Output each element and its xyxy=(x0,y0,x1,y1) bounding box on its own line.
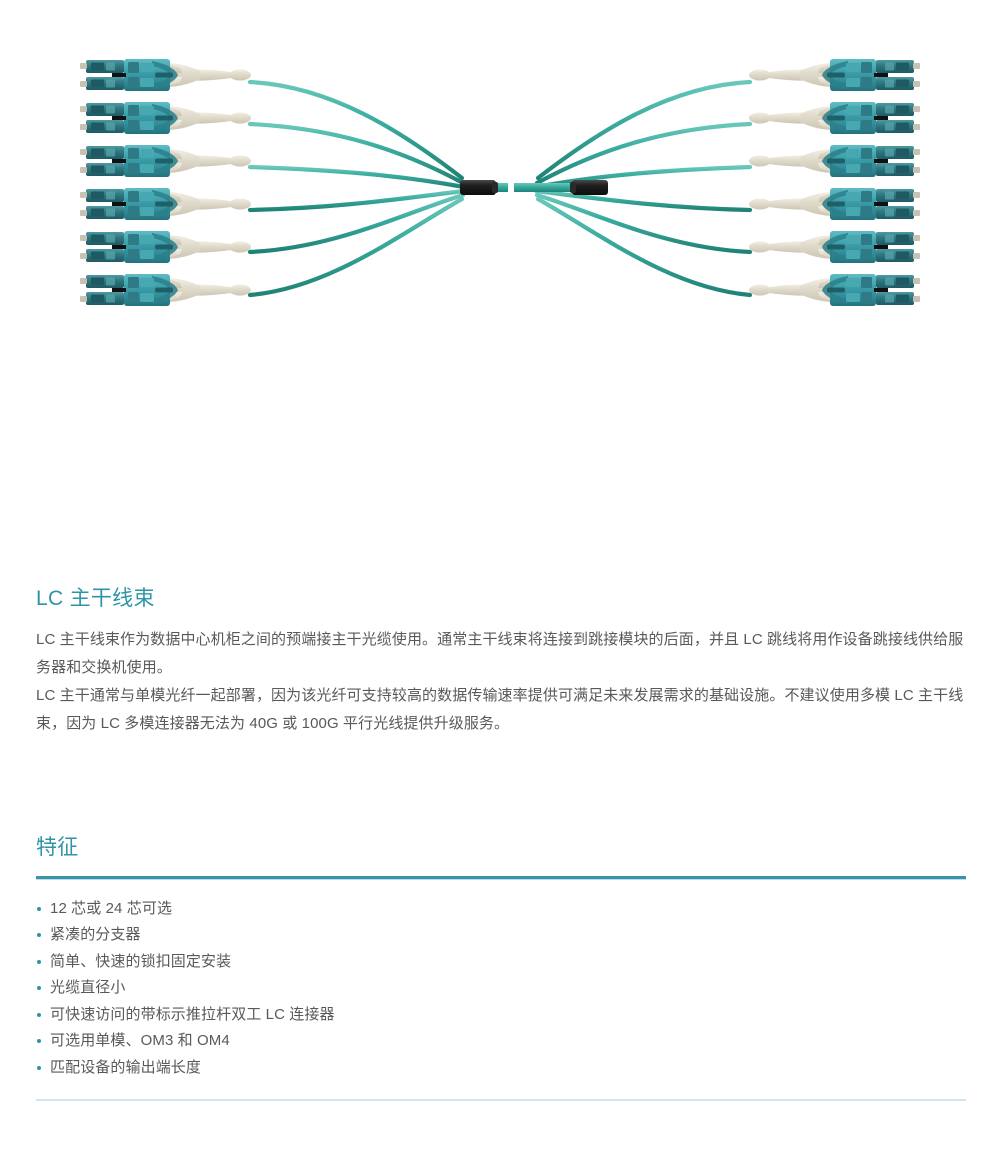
connector-right-1 xyxy=(749,59,920,91)
features-divider-top xyxy=(36,875,966,880)
bullet-icon xyxy=(37,1065,41,1070)
connector-right-2 xyxy=(749,102,920,134)
feature-label: 可快速访问的带标示推拉杆双工 LC 连接器 xyxy=(50,1005,335,1023)
product-content: LC 主干线束 LC 主干线束作为数据中心机柜之间的预端接主干光缆使用。通常主干… xyxy=(36,585,966,1102)
list-item: 光缆直径小 xyxy=(36,975,966,1002)
connector-left-4 xyxy=(80,188,251,220)
list-item: 可快速访问的带标示推拉杆双工 LC 连接器 xyxy=(36,1002,966,1029)
connector-right-3 xyxy=(749,145,920,177)
bullet-icon xyxy=(37,986,41,991)
overview-paragraph-1: LC 主干线束作为数据中心机柜之间的预端接主干光缆使用。通常主干线束将连接到跳接… xyxy=(36,631,964,677)
feature-label: 匹配设备的输出端长度 xyxy=(50,1058,202,1076)
connector-right-4 xyxy=(749,188,920,220)
feature-label: 紧凑的分支器 xyxy=(50,926,141,944)
right-fiber-bundle xyxy=(533,79,753,298)
bullet-icon xyxy=(37,1039,41,1044)
connector-right-6 xyxy=(749,274,920,306)
list-item: 匹配设备的输出端长度 xyxy=(36,1055,966,1082)
feature-label: 可选用单模、OM3 和 OM4 xyxy=(50,1032,230,1050)
feature-label: 简单、快速的锁扣固定安装 xyxy=(50,952,232,970)
connector-left-1 xyxy=(80,59,251,91)
left-fiber-bundle xyxy=(247,79,467,298)
list-item: 12 芯或 24 芯可选 xyxy=(36,896,966,923)
features-list: 12 芯或 24 芯可选 紧凑的分支器 简单、快速的锁扣固定安装 光缆直径小 可… xyxy=(36,896,966,1082)
furcation-body-left xyxy=(460,180,498,195)
overview-title: LC 主干线束 xyxy=(36,587,155,610)
list-item: 紧凑的分支器 xyxy=(36,922,966,949)
list-item: 可选用单模、OM3 和 OM4 xyxy=(36,1028,966,1055)
furcation-body-right xyxy=(570,180,608,195)
connector-left-3 xyxy=(80,145,251,177)
lc-trunk-cable-illustration xyxy=(80,59,920,306)
connector-left-2 xyxy=(80,102,251,134)
product-image xyxy=(0,0,1000,560)
connector-right-5 xyxy=(749,231,920,263)
features-divider-bottom xyxy=(36,1099,966,1102)
feature-label: 光缆直径小 xyxy=(50,979,126,997)
list-item: 简单、快速的锁扣固定安装 xyxy=(36,949,966,976)
bullet-icon xyxy=(37,906,41,911)
connector-left-5 xyxy=(80,231,251,263)
connector-left-6 xyxy=(80,274,251,306)
feature-label: 12 芯或 24 芯可选 xyxy=(50,899,173,917)
section-spacer xyxy=(36,738,966,834)
bullet-icon xyxy=(37,1012,41,1017)
features-title: 特征 xyxy=(36,836,79,860)
overview-paragraph-2: LC 主干通常与单模光纤一起部署，因为该光纤可支持较高的数据传输速率提供可满足未… xyxy=(36,687,964,733)
bullet-icon xyxy=(37,933,41,938)
bullet-icon xyxy=(37,959,41,964)
